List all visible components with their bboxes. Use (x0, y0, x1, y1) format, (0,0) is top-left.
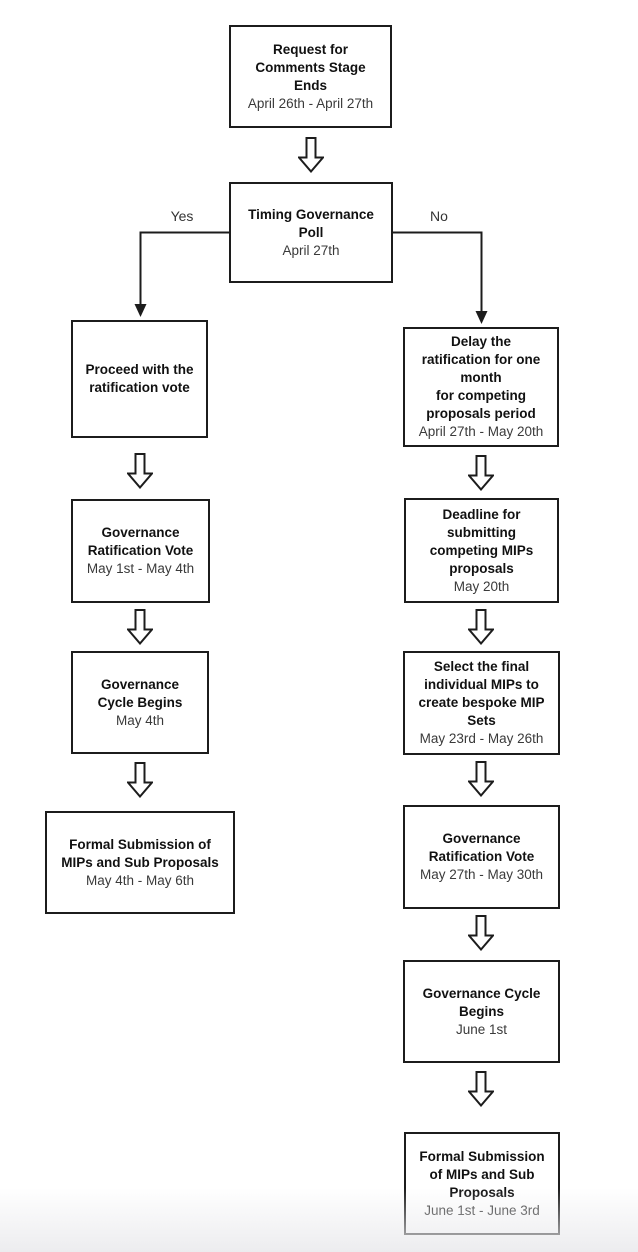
node-governance-ratification-vote-right: Governance Ratification Vote May 27th - … (403, 805, 560, 909)
node-title: Governance Cycle Begins (422, 985, 541, 1019)
node-title: Select the final individual MIPs to crea… (418, 659, 545, 728)
node-date: April 27th (282, 242, 340, 258)
down-arrow-icon (296, 137, 326, 174)
node-title: Proceed with the ratification vote (85, 362, 194, 395)
node-formal-submission-right: Formal Submission of MIPs and Sub Propos… (404, 1132, 560, 1235)
node-date: May 4th - May 6th (85, 872, 195, 888)
node-title: Delay the ratification for one month for… (421, 334, 541, 421)
node-delay-ratification-one-month: Delay the ratification for one month for… (403, 327, 559, 447)
node-title: Request for Comments Stage Ends (255, 41, 366, 93)
no-branch-connector (392, 231, 488, 324)
down-arrow-icon (466, 761, 496, 798)
node-date: May 20th (453, 578, 510, 594)
node-date: May 27th - May 30th (419, 867, 544, 882)
down-arrow-icon (466, 455, 496, 492)
down-arrow-icon (466, 609, 496, 646)
node-governance-ratification-vote-left: Governance Ratification Vote May 1st - M… (71, 499, 210, 603)
node-title: Governance Ratification Vote (87, 525, 194, 558)
node-proceed-with-ratification-vote: Proceed with the ratification vote (71, 320, 208, 438)
node-title: Governance Cycle Begins (97, 676, 183, 710)
node-title: Formal Submission of MIPs and Sub Propos… (419, 1148, 545, 1200)
node-title: Timing Governance Poll (248, 206, 374, 240)
down-arrow-icon (466, 1071, 496, 1108)
node-date: June 1st (455, 1021, 508, 1037)
node-date: May 23rd - May 26th (419, 731, 544, 746)
node-formal-submission-left: Formal Submission of MIPs and Sub Propos… (45, 811, 235, 914)
node-governance-cycle-begins-left: Governance Cycle Begins May 4th (71, 651, 209, 754)
node-select-final-individual-mips: Select the final individual MIPs to crea… (403, 651, 560, 755)
arrowhead-down-icon (134, 304, 147, 317)
node-title: Deadline for submitting competing MIPs p… (429, 506, 534, 576)
node-timing-governance-poll: Timing Governance Poll April 27th (229, 182, 393, 283)
node-title: Formal Submission of MIPs and Sub Propos… (61, 836, 219, 870)
node-date: May 4th (115, 712, 165, 728)
node-title: Governance Ratification Vote (428, 831, 535, 864)
edge-label-yes: Yes (170, 208, 194, 224)
node-date: June 1st - June 3rd (424, 1202, 540, 1218)
down-arrow-icon (125, 453, 155, 490)
node-date: April 26th - April 27th (247, 95, 374, 111)
node-deadline-competing-mips-proposals: Deadline for submitting competing MIPs p… (404, 498, 559, 603)
node-date: April 27th - May 20th (418, 424, 544, 439)
node-governance-cycle-begins-right: Governance Cycle Begins June 1st (403, 960, 560, 1063)
yes-branch-connector (134, 231, 230, 317)
down-arrow-icon (125, 609, 155, 646)
down-arrow-icon (125, 762, 155, 799)
node-request-for-comments-stage-ends: Request for Comments Stage Ends April 26… (229, 25, 392, 128)
arrowhead-down-icon (475, 311, 488, 324)
down-arrow-icon (466, 915, 496, 952)
edge-label-no: No (430, 208, 448, 224)
node-date: May 1st - May 4th (86, 561, 195, 576)
